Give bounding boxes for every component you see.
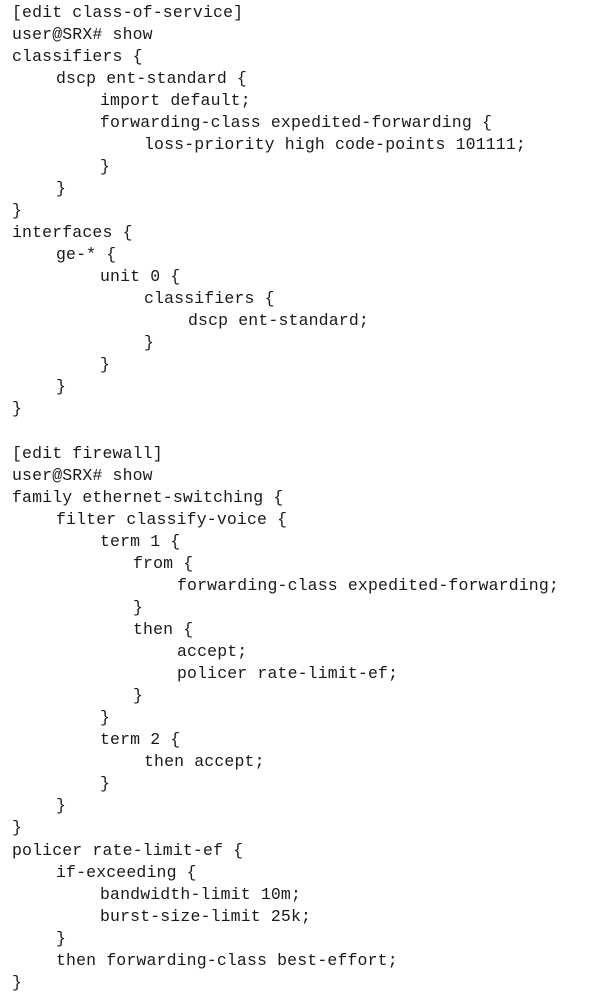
- config-line: }: [12, 399, 23, 418]
- config-line: term 2 {: [100, 730, 181, 749]
- config-line: unit 0 {: [100, 267, 181, 286]
- config-line: }: [133, 686, 144, 705]
- config-line: if-exceeding {: [56, 863, 197, 882]
- config-line: }: [133, 598, 144, 617]
- config-line: dscp ent-standard {: [56, 69, 247, 88]
- config-line: }: [100, 774, 111, 793]
- config-line: accept;: [177, 642, 248, 661]
- config-line: then accept;: [144, 752, 265, 771]
- config-line: user@SRX# show: [12, 25, 153, 44]
- config-line: classifiers {: [12, 47, 143, 66]
- config-line: }: [56, 377, 67, 396]
- config-line: burst-size-limit 25k;: [100, 907, 312, 926]
- config-line: loss-priority high code-points 101111;: [144, 135, 526, 154]
- config-line: term 1 {: [100, 532, 181, 551]
- config-line: from {: [133, 554, 194, 573]
- config-line: filter classify-voice {: [56, 510, 288, 529]
- config-line: family ethernet-switching {: [12, 488, 284, 507]
- config-line: [edit firewall]: [12, 444, 163, 463]
- config-line: }: [100, 708, 111, 727]
- config-line: }: [12, 818, 23, 837]
- config-line: forwarding-class expedited-forwarding {: [100, 113, 493, 132]
- config-line: }: [12, 973, 23, 992]
- config-line: forwarding-class expedited-forwarding;: [177, 576, 559, 595]
- config-line: ge-* {: [56, 245, 117, 264]
- config-line: policer rate-limit-ef {: [12, 841, 244, 860]
- config-line: }: [144, 333, 155, 352]
- config-line: then {: [133, 620, 194, 639]
- config-line: import default;: [100, 91, 251, 110]
- config-line: bandwidth-limit 10m;: [100, 885, 302, 904]
- config-line: }: [100, 355, 111, 374]
- config-line: [edit class-of-service]: [12, 3, 244, 22]
- config-line: }: [12, 201, 23, 220]
- config-line: }: [100, 157, 111, 176]
- config-line: }: [56, 929, 67, 948]
- config-line: policer rate-limit-ef;: [177, 664, 399, 683]
- config-line: }: [56, 179, 67, 198]
- config-line: interfaces {: [12, 223, 133, 242]
- config-line: then forwarding-class best-effort;: [56, 951, 398, 970]
- config-line: classifiers {: [144, 289, 275, 308]
- config-line: dscp ent-standard;: [188, 311, 369, 330]
- config-line: }: [56, 796, 67, 815]
- config-line: user@SRX# show: [12, 466, 153, 485]
